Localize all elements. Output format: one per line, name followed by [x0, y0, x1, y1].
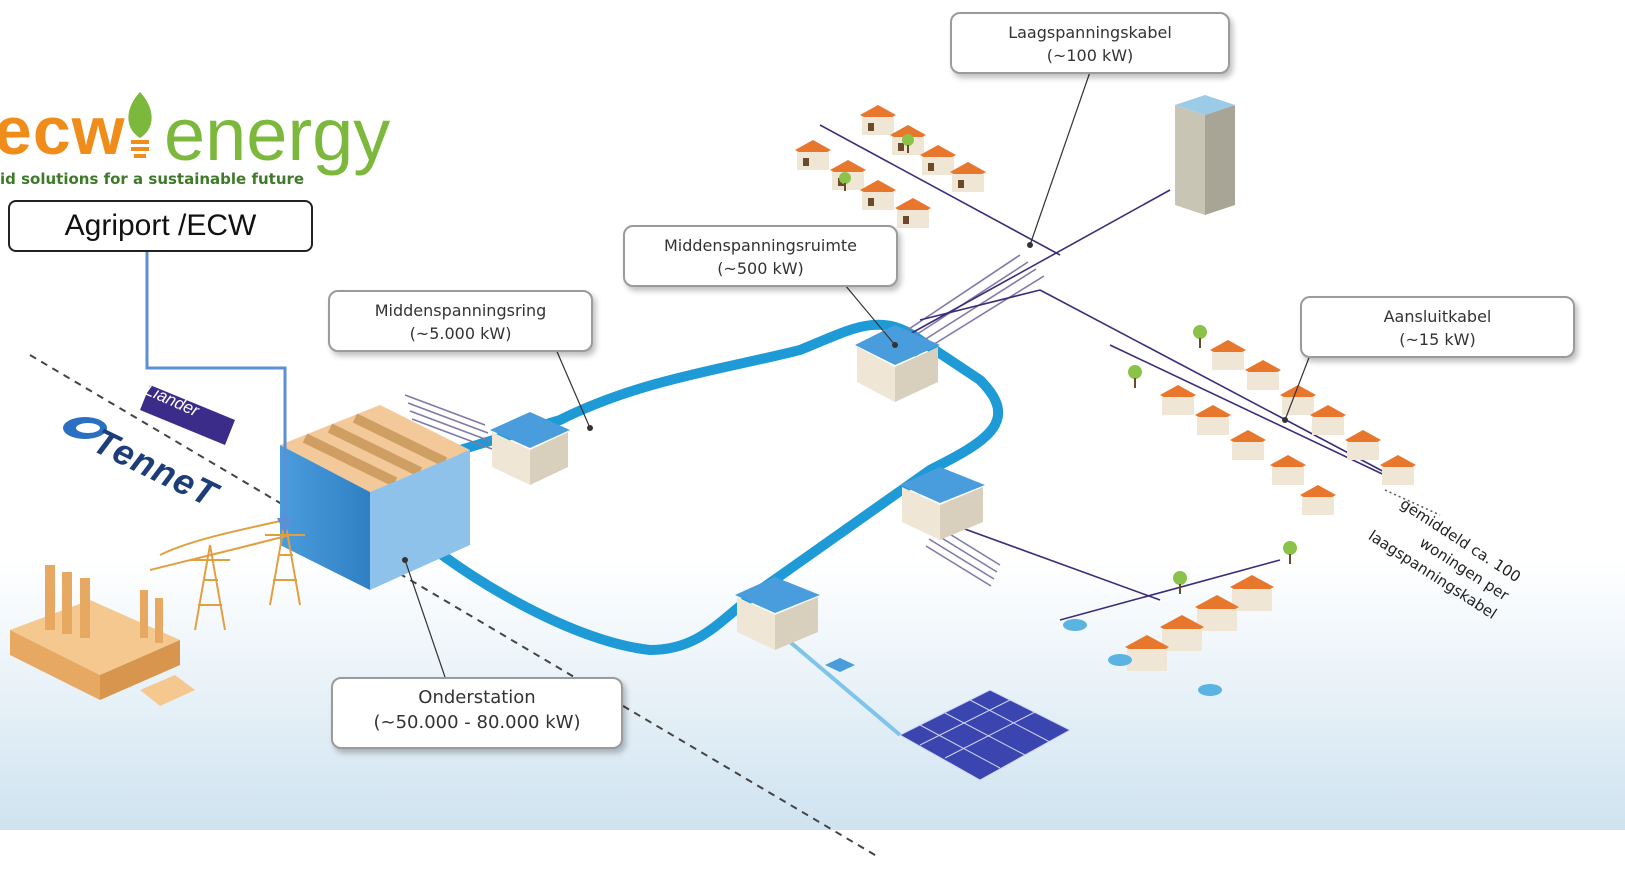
callout-onderstation: Onderstation (~50.000 - 80.000 kW): [331, 677, 623, 749]
house-cluster-right: [1128, 325, 1416, 515]
callout-value: (~15 kW): [1399, 330, 1476, 349]
callout-title: Middenspanningsring: [374, 301, 547, 320]
callout-title: Laagspanningskabel: [1008, 23, 1172, 42]
boundary-line: [29, 354, 881, 859]
leaf-bulb-icon: [128, 92, 152, 158]
logo-tagline: id solutions for a sustainable future: [0, 170, 305, 188]
callout-middenspanningsring: Middenspanningsring (~5.000 kW): [328, 290, 593, 352]
middle-voltage-ring-cable: [395, 319, 1004, 656]
apartment-tower: [1175, 95, 1235, 215]
callout-laagspanningskabel: Laagspanningskabel (~100 kW): [950, 12, 1230, 74]
substation-bottom: [735, 577, 820, 650]
logo-brand-energy: energy: [164, 93, 391, 176]
house-cluster-ev: [1063, 541, 1297, 696]
substation-top: [855, 325, 940, 402]
callout-value: (~50.000 - 80.000 kW): [373, 712, 581, 733]
callout-value: (~5.000 kW): [409, 324, 512, 343]
callout-anchor-dots: [402, 242, 1288, 563]
callout-aansluitkabel: Aansluitkabel (~15 kW): [1300, 296, 1575, 358]
liander-logo: [140, 385, 235, 445]
agriport-arrow: [145, 252, 293, 534]
main-substation: [280, 405, 470, 590]
solar-panel: [768, 623, 1072, 781]
dotted-extension: [1384, 489, 1441, 516]
callout-middenspanningsruimte: Middenspanningsruimte (~500 kW): [623, 225, 898, 287]
substation-left: [490, 412, 570, 485]
callout-title: Aansluitkabel: [1383, 307, 1492, 326]
substation-right: [900, 467, 985, 540]
callout-value: (~100 kW): [1046, 46, 1134, 65]
callout-title: Onderstation: [418, 687, 536, 708]
agriport-label: Agriport /ECW: [8, 200, 313, 252]
callout-value: (~500 kW): [717, 259, 804, 278]
power-plant: [10, 565, 195, 706]
house-cluster-top: [795, 105, 986, 228]
callout-leaders: [404, 71, 1311, 678]
logo-brand-ecw: ecw: [0, 93, 126, 169]
callout-title: Middenspanningsruimte: [663, 236, 858, 255]
tennet-logo-icon: [63, 417, 107, 439]
